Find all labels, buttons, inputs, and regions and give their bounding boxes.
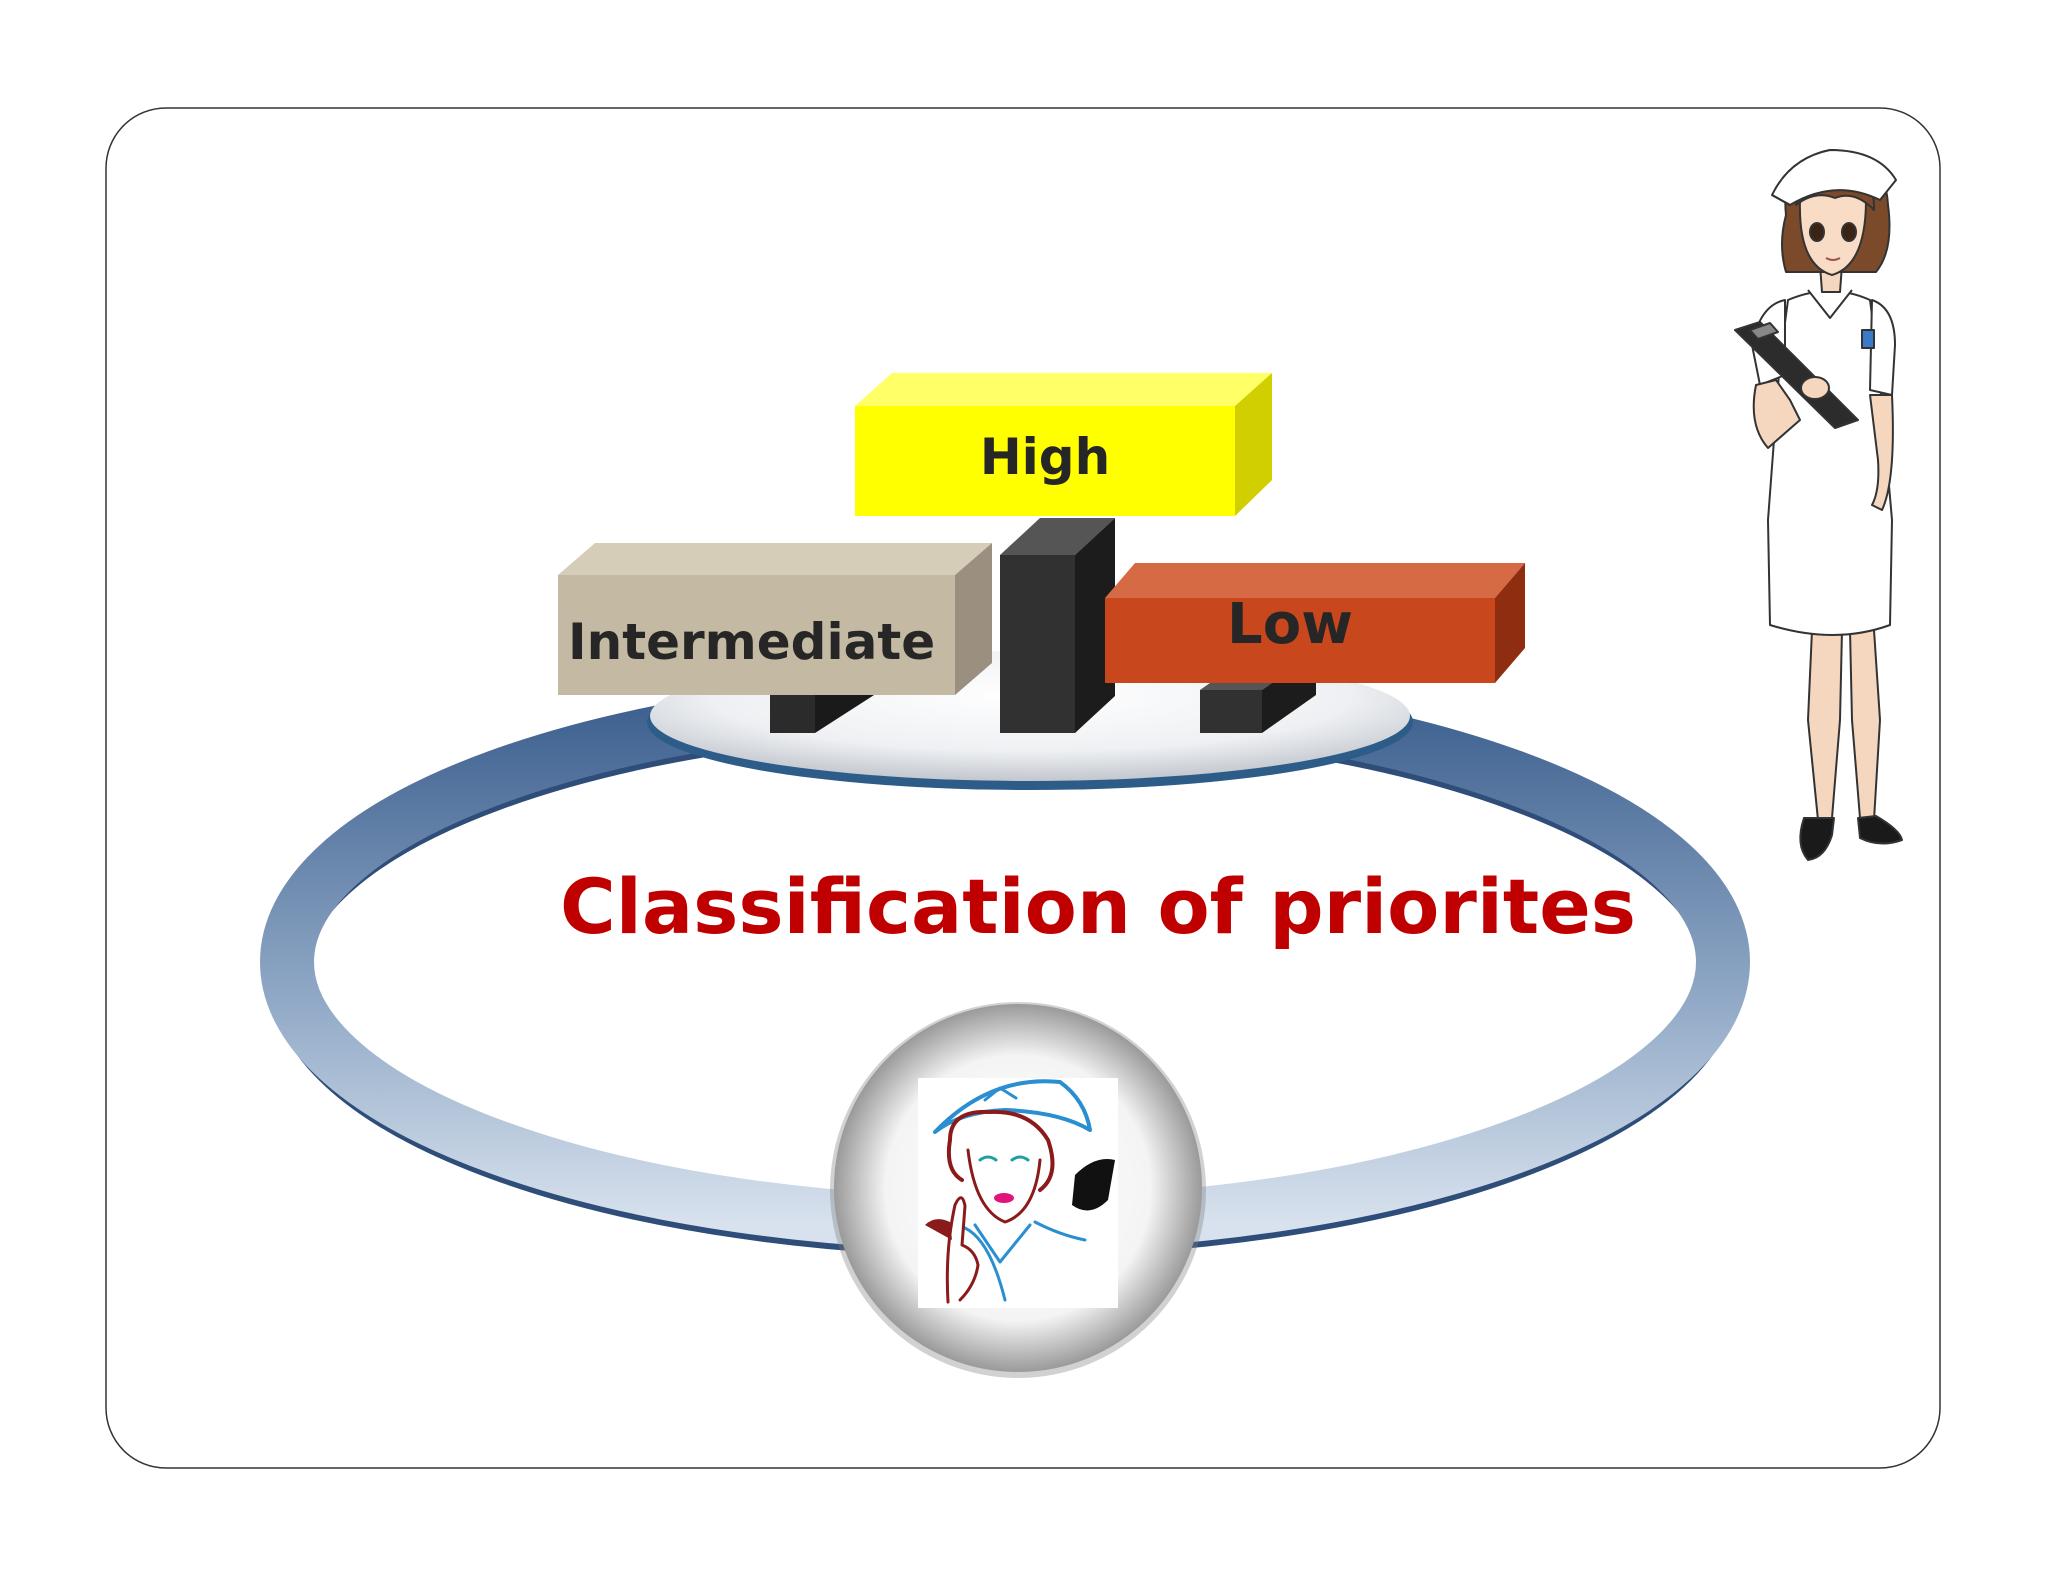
pillar-center <box>1000 518 1115 733</box>
high-label: High <box>979 428 1111 486</box>
intermediate-label: Intermediate <box>568 613 936 671</box>
vintage-nurse-portrait <box>925 1079 1115 1304</box>
nurse-standing-illustration <box>1734 149 1903 861</box>
low-label: Low <box>1227 592 1353 657</box>
intermediate-priority-block <box>558 543 992 695</box>
nurse-medallion <box>830 1002 1206 1378</box>
low-priority-block <box>1105 563 1525 683</box>
high-priority-block <box>855 373 1272 516</box>
slide-title: Classification of priorites <box>560 862 1636 951</box>
